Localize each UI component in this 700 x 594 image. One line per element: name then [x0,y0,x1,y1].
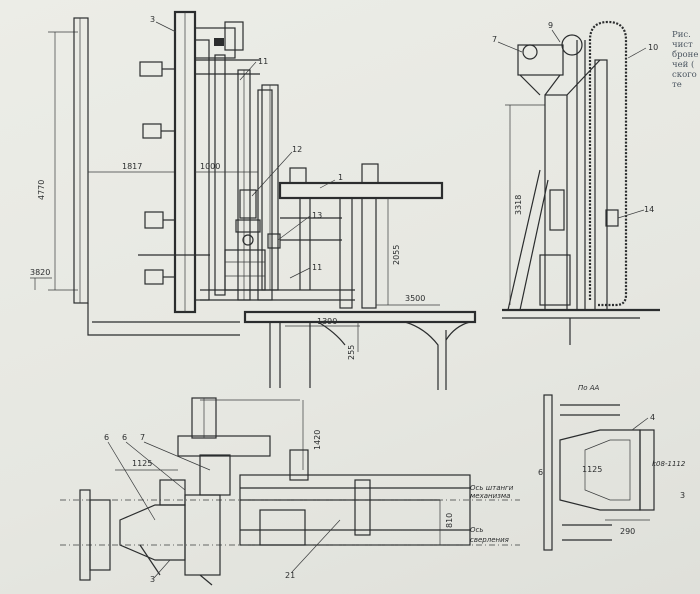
right-elevation-view: 3318 7 9 10 14 [492,20,660,345]
caption-line-6: те [672,80,682,90]
dim-255: 255 [347,345,356,360]
caption-line-3: броне [672,50,699,60]
bottom-plan-view: 1420 Ось штанги механизма Ось сверления … [60,397,520,586]
label-6-b: 6 [122,433,127,442]
section-code: k08-1112 [652,460,686,468]
dim-810: 810 [445,513,454,528]
dim-1000: 1000 [200,162,220,171]
label-14: 14 [644,205,654,214]
label-11-lower: 11 [312,263,322,272]
caption-line-1: Рис. [672,30,691,40]
dim-section-290: 290 [620,527,635,536]
dim-3820: 3820 [30,268,50,277]
axis-label-bottom-2: сверления [470,536,509,544]
label-13: 13 [312,211,322,220]
label-1: 1 [338,173,343,182]
dim-section-1125: 1125 [582,465,602,474]
axis-label-top: Ось штанги [470,484,514,492]
center-support-frame: 1 13 11 2055 3500 1390 [243,163,477,390]
caption-line-4: чей ( [672,60,695,70]
label-7-bottom: 7 [140,433,145,442]
dim-1125: 1125 [132,459,152,468]
dim-1390: 1390 [317,317,337,326]
label-6-section: 6 [538,468,543,477]
label-9: 9 [548,21,553,30]
dim-3500: 3500 [405,294,425,303]
dim-2055: 2055 [392,245,401,265]
label-21: 21 [285,571,295,580]
dim-3318: 3318 [514,195,523,215]
dim-4770: 4770 [37,180,46,200]
label-7: 7 [492,35,497,44]
caption-line-5: ского [672,70,697,80]
axis-label-top-2: механизма [470,492,510,500]
section-title: По АА [578,384,600,392]
label-12: 12 [292,145,302,154]
axis-label-bottom: Ось [470,526,483,534]
figure-caption: Рис. чист броне чей ( ского те [672,30,700,90]
label-10: 10 [648,43,658,52]
label-3: 3 [150,15,155,24]
dim-1817: 1817 [122,162,142,171]
dim-1420: 1420 [313,430,322,450]
section-aa-view: По АА 4 6 3 1125 k08-1112 290 [538,384,686,551]
label-3-section: 3 [680,491,685,500]
caption-line-2: чист [672,40,693,50]
label-4-section: 4 [650,413,655,422]
label-3-bottom: 3 [150,575,155,584]
label-11-top: 11 [258,57,268,66]
left-elevation-view: 4770 3820 1817 3 [30,10,355,336]
label-6-a: 6 [104,433,109,442]
